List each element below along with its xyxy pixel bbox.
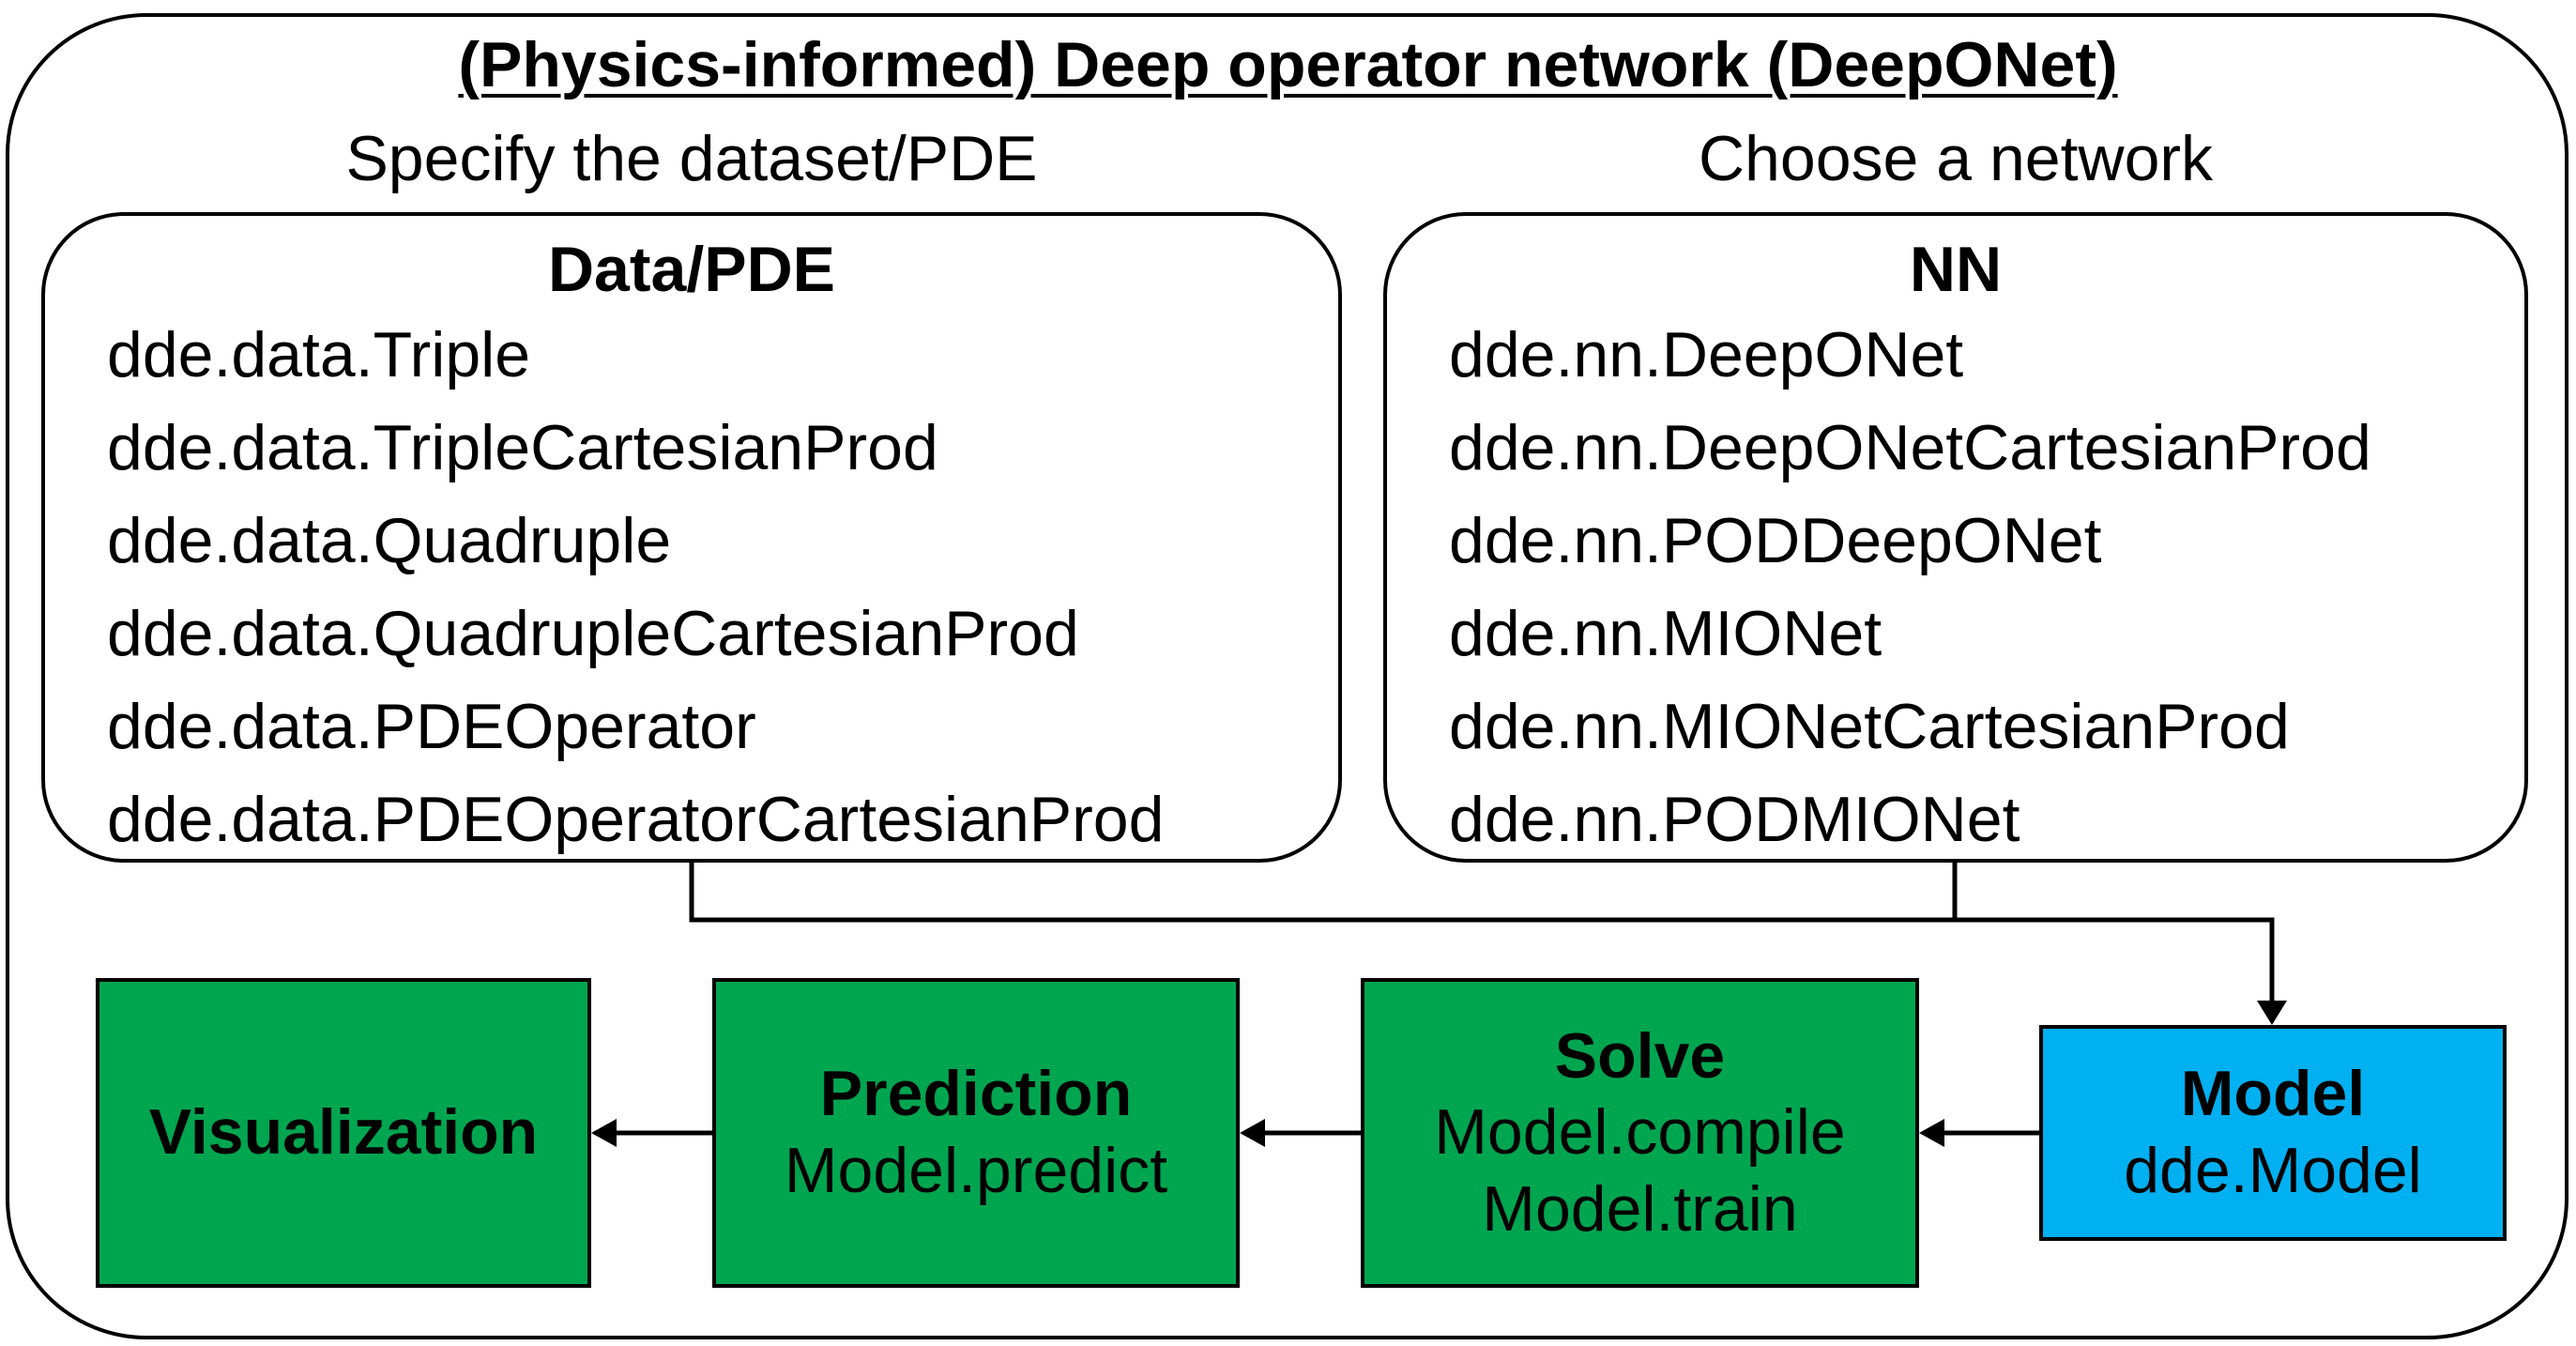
solve-box: Solve Model.compile Model.train — [1361, 978, 1919, 1288]
arrow-to-prediction — [1240, 1119, 1265, 1147]
nn-panel-title: NN — [1909, 234, 2003, 305]
nn-item: dde.nn.MIONet — [1449, 598, 1882, 669]
data-item: dde.data.QuadrupleCartesianProd — [107, 598, 1079, 669]
model-title: Model — [2180, 1058, 2366, 1130]
diagram-title: (Physics-informed) Deep operator network… — [0, 28, 2576, 101]
solve-train-method: Model.train — [1482, 1172, 1798, 1245]
data-pde-list: dde.data.Triple dde.data.TripleCartesian… — [107, 317, 1164, 875]
data-item: dde.data.PDEOperatorCartesianProd — [107, 784, 1165, 855]
nn-panel: NN dde.nn.DeepONet dde.nn.DeepONetCartes… — [1383, 212, 2528, 863]
nn-item: dde.nn.PODMIONet — [1449, 784, 2020, 855]
caption-dataset: Specify the dataset/PDE — [345, 123, 1038, 194]
arrow-to-model — [2257, 1001, 2287, 1025]
solve-title: Solve — [1554, 1019, 1726, 1092]
caption-network: Choose a network — [1698, 123, 2214, 194]
merge-connector-line — [689, 863, 1958, 923]
visualization-title: Visualization — [148, 1096, 539, 1169]
data-item: dde.data.Triple — [107, 319, 531, 390]
nn-item: dde.nn.MIONetCartesianProd — [1449, 691, 2290, 762]
prediction-method: Model.predict — [784, 1135, 1168, 1206]
nn-list: dde.nn.DeepONet dde.nn.DeepONetCartesian… — [1449, 317, 2371, 875]
outer-frame — [6, 13, 2568, 1339]
data-item: dde.data.TripleCartesianProd — [107, 412, 938, 483]
arrow-to-visualization — [591, 1119, 617, 1147]
nn-item: dde.nn.DeepONetCartesianProd — [1449, 412, 2371, 483]
data-item: dde.data.PDEOperator — [107, 691, 756, 762]
data-item: dde.data.Quadruple — [107, 505, 672, 576]
visualization-box: Visualization — [96, 978, 591, 1288]
arrow-to-solve — [1919, 1119, 1944, 1147]
nn-item: dde.nn.PODDeepONet — [1449, 505, 2102, 576]
solve-compile-method: Model.compile — [1434, 1096, 1846, 1169]
model-class: dde.Model — [2124, 1135, 2422, 1206]
data-pde-panel: Data/PDE dde.data.Triple dde.data.Triple… — [41, 212, 1342, 863]
prediction-title: Prediction — [819, 1058, 1133, 1130]
nn-item: dde.nn.DeepONet — [1449, 319, 1964, 390]
data-pde-panel-title: Data/PDE — [547, 234, 836, 305]
merge-to-model-line — [1955, 917, 2275, 1002]
diagram-title-text: (Physics-informed) Deep operator network… — [458, 29, 2118, 100]
model-box: Model dde.Model — [2039, 1025, 2507, 1241]
prediction-box: Prediction Model.predict — [712, 978, 1240, 1288]
